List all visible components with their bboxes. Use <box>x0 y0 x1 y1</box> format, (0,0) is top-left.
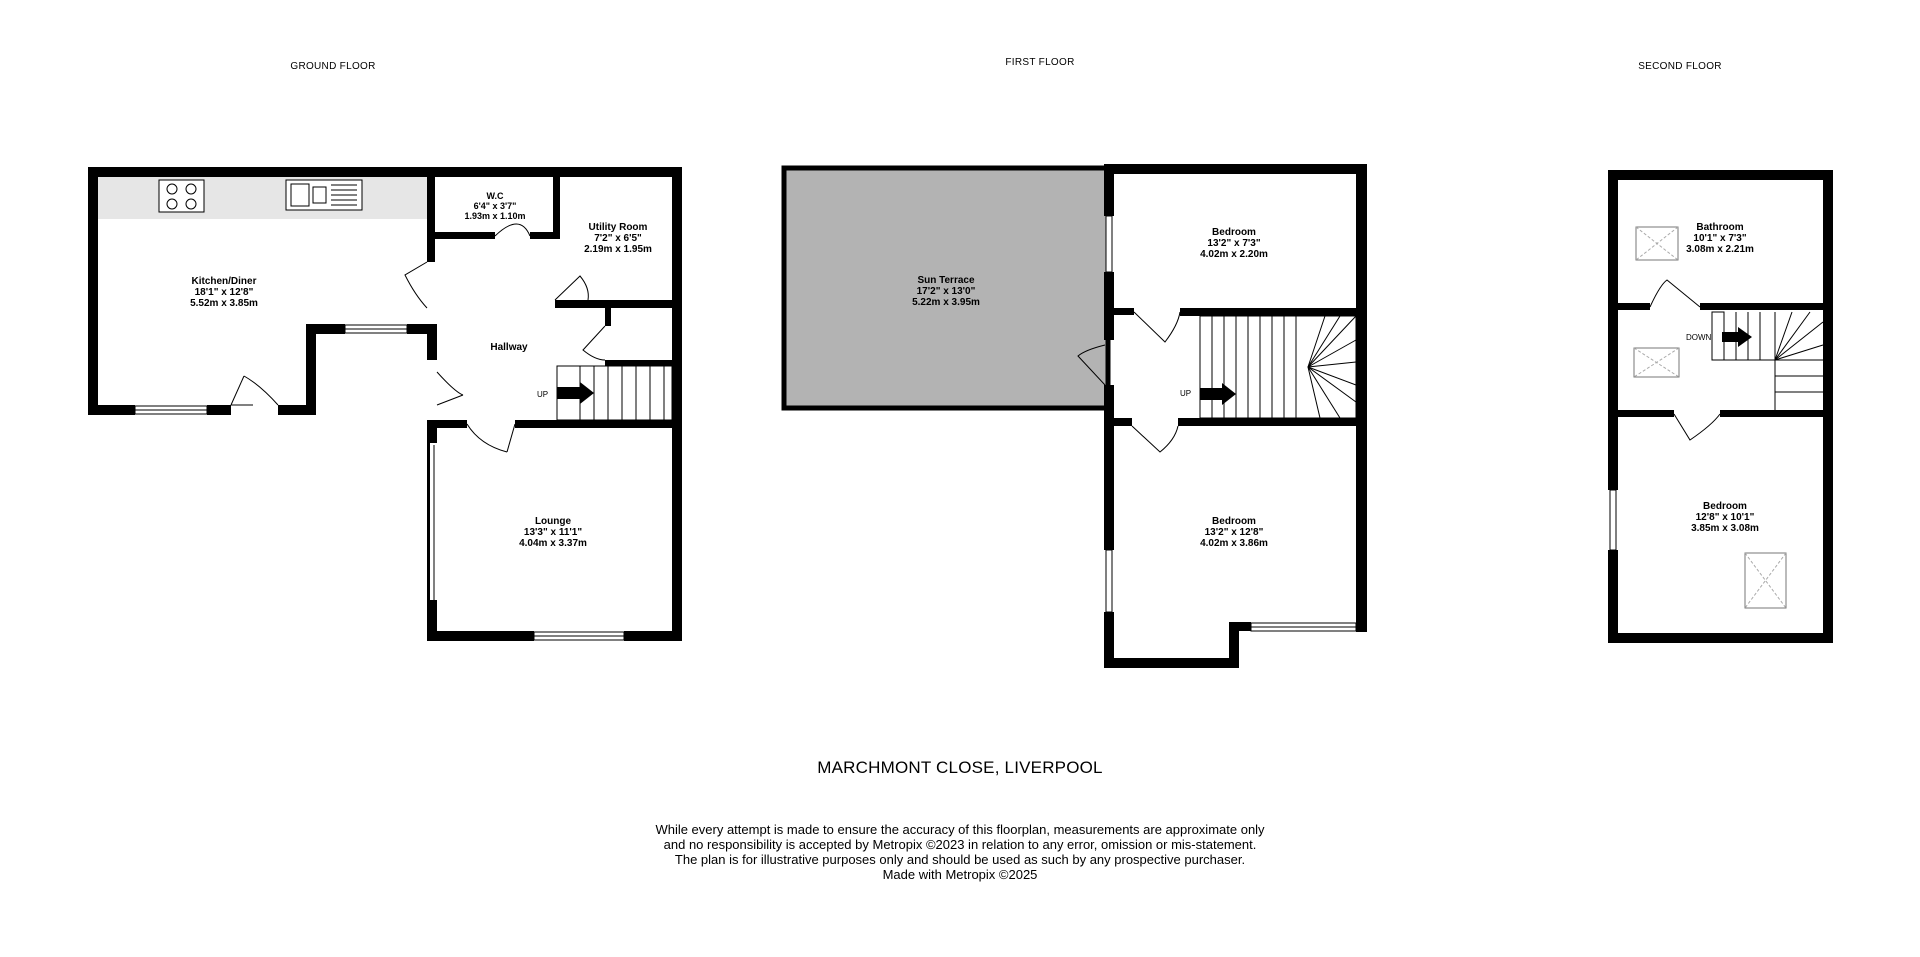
room-hallway: Hallway <box>429 342 589 353</box>
first-floor-title: FIRST FLOOR <box>1005 57 1075 68</box>
room-name: Lounge <box>534 516 572 527</box>
stairs-up-arrow-icon <box>1200 383 1236 405</box>
room-metric: 4.02m x 3.86m <box>1200 538 1268 549</box>
room-imperial: 18'1" x 12'8" <box>194 287 254 298</box>
stairs-up-label: UP <box>537 390 549 399</box>
skylight-icon <box>1744 552 1787 609</box>
room-name: Hallway <box>490 342 528 353</box>
room-utility: Utility Room 7'2" x 6'5" 2.19m x 1.95m <box>538 222 698 255</box>
stairs-up-label: UP <box>1180 389 1192 398</box>
room-metric: 3.85m x 3.08m <box>1691 523 1759 534</box>
disclaimer-line: The plan is for illustrative purposes on… <box>674 852 1246 867</box>
room-name: Bedroom <box>1212 516 1256 527</box>
room-sun-terrace: Sun Terrace 17'2" x 13'0" 5.22m x 3.95m <box>866 275 1026 308</box>
room-lounge: Lounge 13'3" x 11'1" 4.04m x 3.37m <box>473 516 633 549</box>
room-metric: 5.22m x 3.95m <box>912 297 980 308</box>
room-metric: 1.93m x 1.10m <box>464 211 526 221</box>
room-imperial: 13'2" x 12'8" <box>1204 527 1264 538</box>
room-name: Kitchen/Diner <box>191 276 257 287</box>
ground-stairs <box>556 365 673 421</box>
room-name: Sun Terrace <box>917 275 975 286</box>
room-imperial: 10'1" x 7'3" <box>1693 233 1747 244</box>
room-bedroom-first-bottom: Bedroom 13'2" x 12'8" 4.02m x 3.86m <box>1154 516 1314 549</box>
room-metric: 2.19m x 1.95m <box>584 244 652 255</box>
room-wc: W.C 6'4" x 3'7" 1.93m x 1.10m <box>415 191 575 221</box>
room-bathroom: Bathroom 10'1" x 7'3" 3.08m x 2.21m <box>1640 222 1800 255</box>
property-address: MARCHMONT CLOSE, LIVERPOOL <box>817 758 1103 777</box>
first-stairs <box>1199 315 1357 419</box>
room-name: Bedroom <box>1703 501 1747 512</box>
hob-icon <box>158 179 205 213</box>
ground-floor-plan <box>88 167 682 641</box>
kitchen-worktop <box>98 177 430 219</box>
room-imperial: 13'3" x 11'1" <box>523 527 583 538</box>
disclaimer-line: and no responsibility is accepted by Met… <box>663 837 1257 852</box>
room-metric: 4.02m x 2.20m <box>1200 249 1268 260</box>
room-imperial: 7'2" x 6'5" <box>594 233 642 244</box>
stairs-up-arrow-icon <box>557 382 594 404</box>
disclaimer-line: While every attempt is made to ensure th… <box>655 822 1265 837</box>
first-floor-plan <box>781 164 1367 668</box>
room-name: W.C <box>486 191 504 201</box>
stairs-down-label: DOWN <box>1686 333 1712 342</box>
room-kitchen-diner: Kitchen/Diner 18'1" x 12'8" 5.52m x 3.85… <box>144 276 304 309</box>
disclaimer-line: Made with Metropix ©2025 <box>882 867 1038 882</box>
disclaimer: While every attempt is made to ensure th… <box>560 822 1360 882</box>
room-metric: 3.08m x 2.21m <box>1686 244 1754 255</box>
sink-icon <box>285 179 363 211</box>
room-bedroom-first-top: Bedroom 13'2" x 7'3" 4.02m x 2.20m <box>1154 227 1314 260</box>
room-name: Utility Room <box>588 222 648 233</box>
ground-floor-title: GROUND FLOOR <box>290 61 376 72</box>
room-imperial: 17'2" x 13'0" <box>916 286 976 297</box>
room-imperial: 13'2" x 7'3" <box>1207 238 1261 249</box>
room-imperial: 12'8" x 10'1" <box>1695 512 1755 523</box>
stairs-down-arrow-icon <box>1722 327 1752 347</box>
room-bedroom-second: Bedroom 12'8" x 10'1" 3.85m x 3.08m <box>1645 501 1805 534</box>
second-floor-title: SECOND FLOOR <box>1638 61 1722 72</box>
room-metric: 5.52m x 3.85m <box>190 298 258 309</box>
room-metric: 4.04m x 3.37m <box>519 538 587 549</box>
room-name: Bathroom <box>1696 222 1744 233</box>
room-imperial: 6'4" x 3'7" <box>473 201 517 211</box>
skylight-icon <box>1633 347 1680 378</box>
second-floor-plan <box>1608 170 1833 643</box>
room-name: Bedroom <box>1212 227 1256 238</box>
second-stairs <box>1711 311 1824 410</box>
skylight-icon <box>1635 226 1679 261</box>
